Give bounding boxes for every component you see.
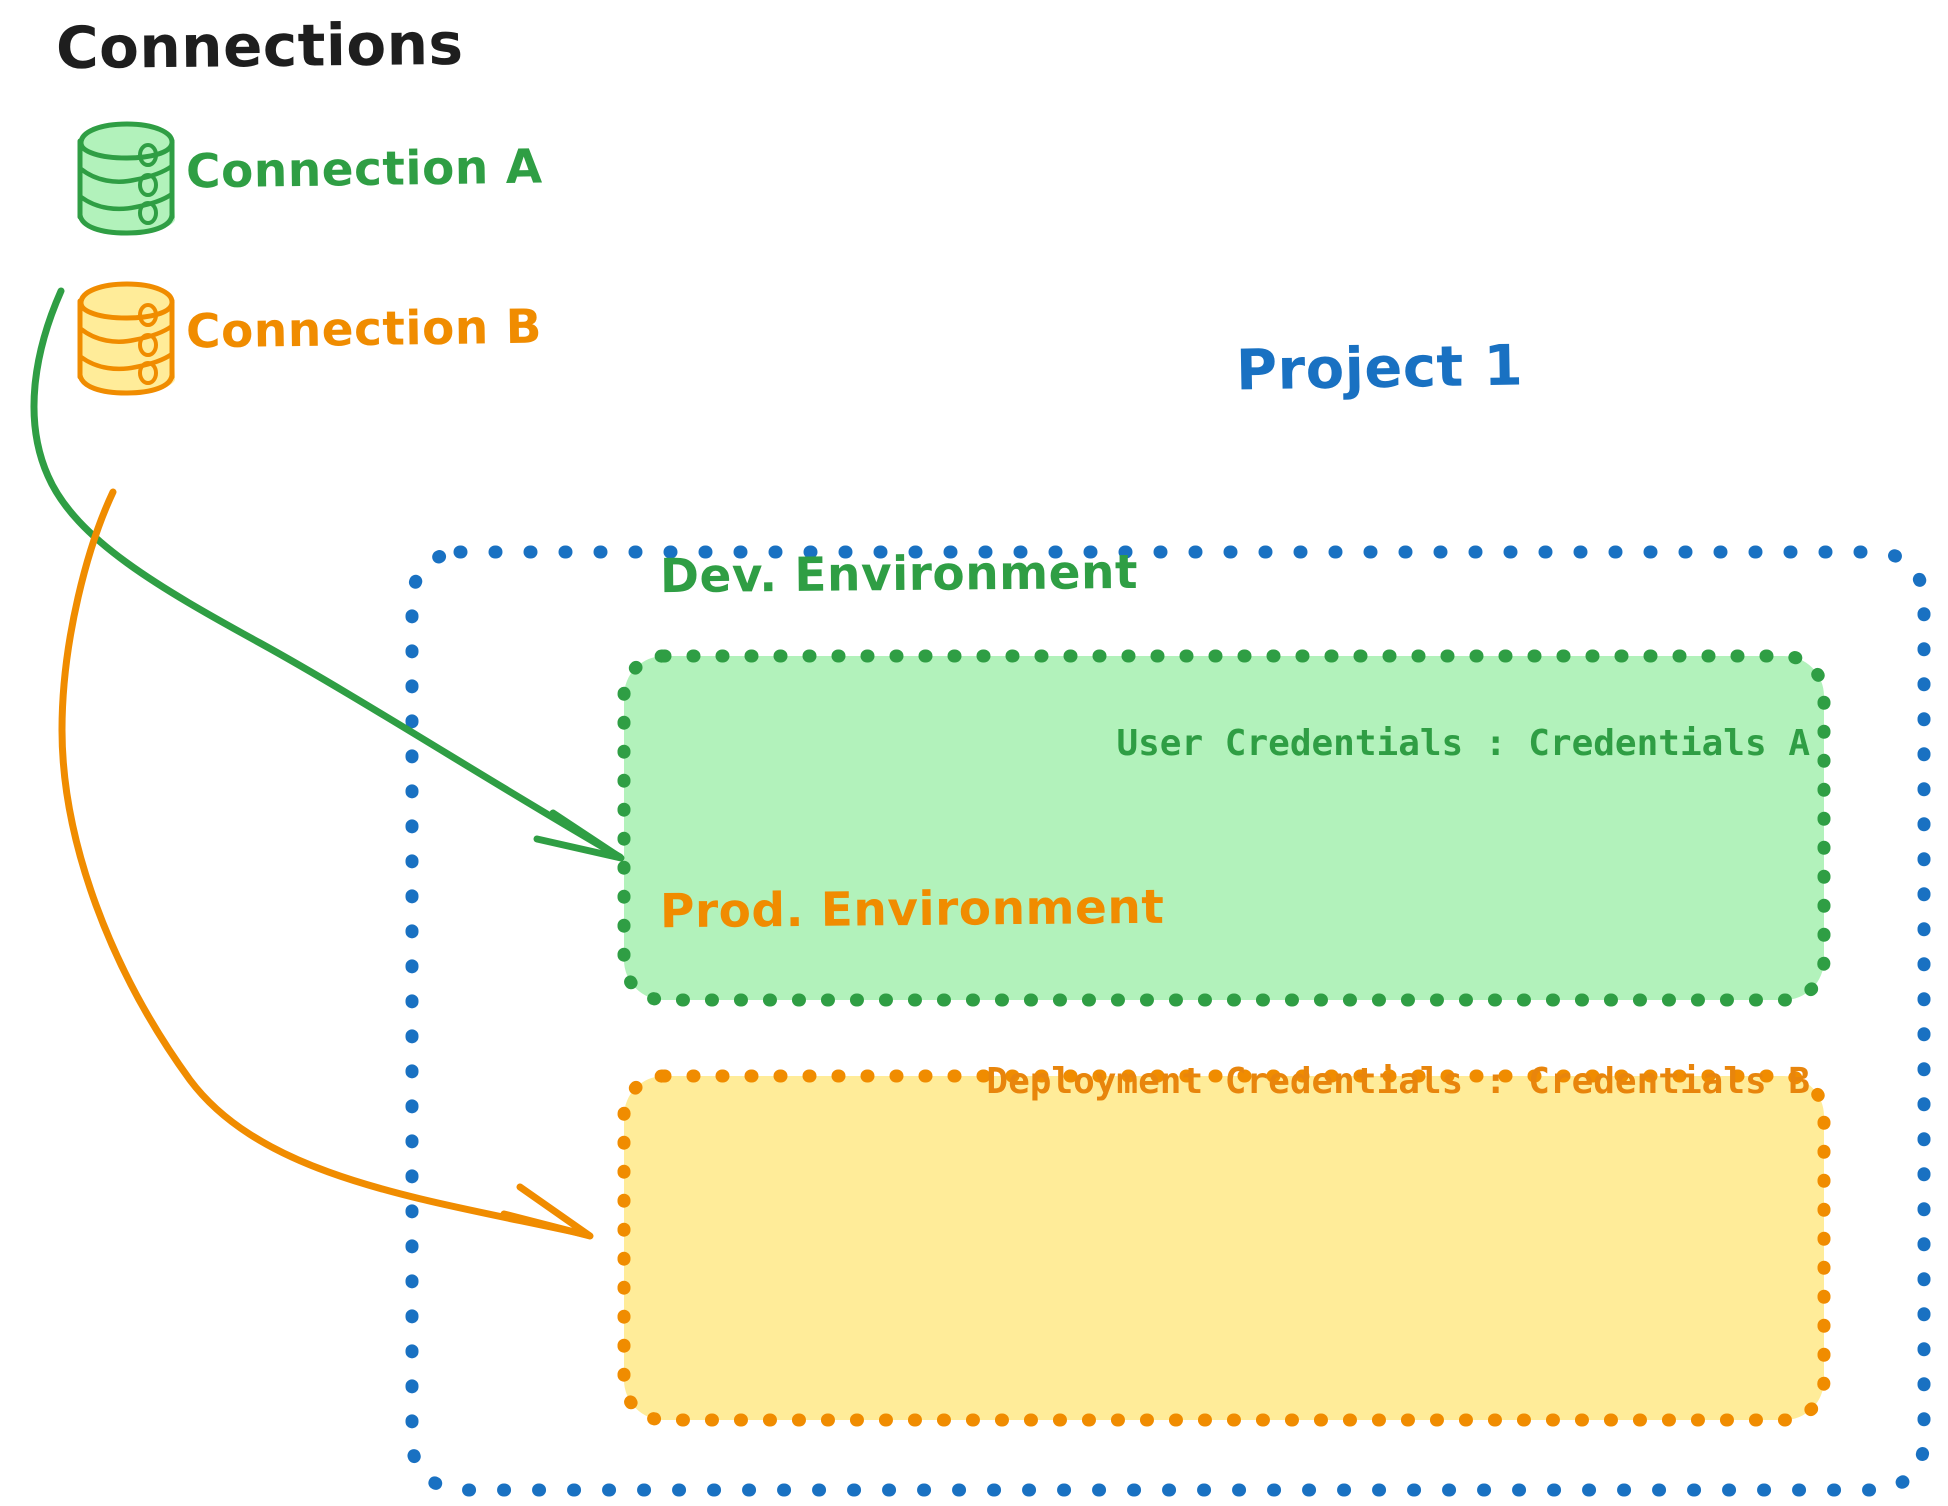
arrow-connection-a-to-dev[interactable]: [30, 287, 625, 862]
project-container[interactable]: [405, 545, 1931, 1497]
cylinder-b-led-2: [138, 333, 158, 357]
cylinder-b-led-3: [138, 361, 158, 385]
cylinder-a-divider-1: [78, 163, 175, 184]
arrow-b-line: [58, 488, 592, 1239]
connection-b-database-icon[interactable]: [77, 281, 175, 396]
cylinder-a-bottom-stroke: [77, 212, 175, 236]
project-dotted-border: [405, 545, 1931, 1497]
connection-a-database-icon[interactable]: [77, 121, 175, 236]
cylinder-b-divider-1: [78, 323, 175, 344]
dev-environment-fill: [624, 656, 1824, 1000]
cylinder-a-led-3: [138, 201, 158, 225]
prod-environment-fill: [624, 1076, 1824, 1420]
cylinder-b-divider-2: [78, 351, 175, 372]
arrow-a-line: [30, 287, 624, 861]
arrow-connection-b-to-prod[interactable]: [58, 488, 594, 1240]
prod-environment-box[interactable]: [617, 1069, 1831, 1427]
arrow-b-head: [500, 1183, 594, 1240]
cylinder-a-divider-2: [78, 191, 175, 212]
arrow-a-head: [533, 809, 625, 862]
cylinder-a-led-2: [138, 173, 158, 197]
cylinder-b-bottom-stroke: [77, 372, 175, 396]
cylinder-a-led-1: [138, 143, 158, 167]
cylinder-b-led-1: [138, 303, 158, 327]
dev-environment-box[interactable]: [617, 649, 1831, 1007]
